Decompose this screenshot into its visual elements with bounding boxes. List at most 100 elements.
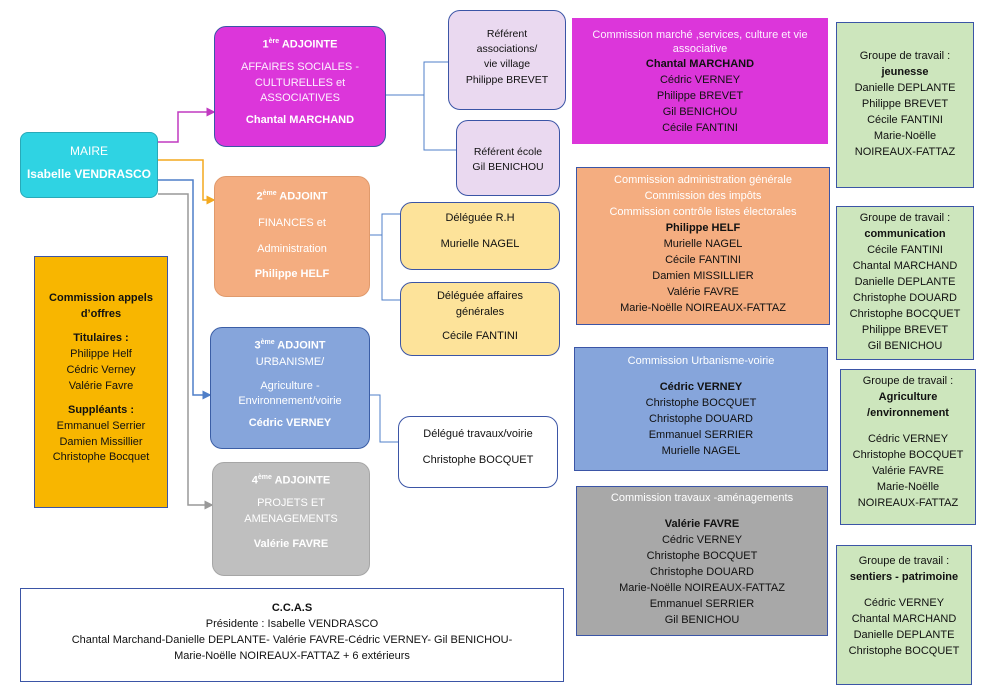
- sentiers-label: Groupe de travail :: [858, 555, 950, 567]
- urbanisme-member-3: Emmanuel SERRIER: [648, 428, 754, 441]
- adjoint3-dept-line-3: Environnement/voirie: [238, 395, 342, 408]
- referent-assoc-line-1: Référent: [486, 28, 528, 40]
- communication-member-3: Danielle DEPLANTE: [854, 275, 956, 288]
- connector-maire-adjoint3: [158, 179, 212, 400]
- delegue-travaux-box: Délégué travaux/voirie Christophe BOCQUE…: [398, 416, 558, 488]
- connector-adjoint1-referent-assoc: [386, 61, 448, 96]
- communication-member-4: Christophe DOUARD: [853, 291, 957, 304]
- adjoint4-dept-line-1: PROJETS ET: [257, 496, 325, 509]
- marche-member-2: Philippe BREVET: [656, 89, 744, 102]
- commission-admin-box: Commission administration générale Commi…: [576, 167, 830, 325]
- travaux-member-3: Christophe DOUARD: [650, 565, 754, 578]
- adjoint2-box: 2ème ADJOINT FINANCES et Administration …: [214, 176, 370, 297]
- adjoint3-rank: 3: [254, 339, 261, 352]
- ccas-members-line-2: Marie-Noëlle NOIREAUX-FATTAZ + 6 extérie…: [174, 649, 410, 662]
- connector-adjoint3-delegue-travaux: [370, 394, 398, 443]
- adjoint4-dept-line-2: AMENAGEMENTS: [244, 512, 338, 525]
- adjoint2-heading: 2ème ADJOINT: [215, 189, 369, 206]
- maire-name: Isabelle VENDRASCO: [26, 167, 152, 182]
- delegue-travaux-title: Délégué travaux/voirie: [423, 428, 533, 440]
- ccas-title: C.C.A.S: [271, 602, 313, 614]
- marche-title-line-2: associative: [672, 42, 728, 55]
- adjoint3-dept-line-1: URBANISME/: [255, 355, 325, 368]
- commission-urbanisme-box: Commission Urbanisme-voirie Cédric VERNE…: [574, 347, 828, 471]
- adjoint1-name: Chantal MARCHAND: [245, 114, 355, 127]
- jeunesse-member-4: Marie-Noëlle: [873, 129, 937, 142]
- commission-appels-offres-box: Commission appels d’offres Titulaires : …: [34, 256, 168, 508]
- adjoint2-rank-suffix: ème: [262, 190, 277, 197]
- appels-titulaire-2: Cédric Verney: [66, 363, 136, 376]
- referent-ecole-line-1: Référent école: [473, 146, 543, 158]
- referent-associations-box: Référent associations/ vie village Phili…: [448, 10, 566, 110]
- agriculture-member-4: Marie-Noëlle: [876, 480, 940, 493]
- agriculture-topic-line-1: Agriculture: [878, 390, 938, 403]
- adjoint4-name: Valérie FAVRE: [253, 538, 329, 551]
- adjoint1-heading: 1ère ADJOINTE: [215, 37, 385, 54]
- sentiers-member-1: Cédric VERNEY: [863, 596, 945, 609]
- adjoint3-heading: 3ème ADJOINT: [211, 338, 369, 355]
- adjoint4-role: ADJOINTE: [274, 474, 331, 487]
- adjoint3-dept-line-2: Agriculture -: [260, 379, 320, 392]
- connector-maire-adjoint1: [158, 107, 216, 143]
- admin-member-4: Valérie FAVRE: [667, 285, 739, 298]
- delegue-travaux-name: Christophe BOCQUET: [422, 453, 534, 466]
- delegue-affaires-line-2: générales: [455, 305, 505, 318]
- urbanisme-title: Commission Urbanisme-voirie: [627, 355, 775, 367]
- appels-suppleant-3: Christophe Bocquet: [52, 451, 150, 464]
- adjoint4-rank-suffix: ème: [257, 474, 272, 481]
- admin-title-line-2: Commission des impôts: [644, 189, 762, 202]
- urbanisme-member-2: Christophe DOUARD: [649, 412, 753, 425]
- referent-assoc-line-3: vie village: [483, 58, 531, 71]
- agriculture-member-5: NOIREAUX-FATTAZ: [857, 496, 959, 509]
- groupe-communication-box: Groupe de travail : communication Cécile…: [836, 206, 974, 360]
- adjoint3-rank-suffix: ème: [260, 339, 275, 346]
- communication-label: Groupe de travail :: [859, 212, 951, 224]
- maire-box: MAIRE Isabelle VENDRASCO: [20, 132, 158, 198]
- travaux-member-6: Gil BENICHOU: [664, 613, 740, 626]
- communication-member-6: Philippe BREVET: [861, 323, 949, 336]
- admin-title-line-1: Commission administration générale: [614, 174, 792, 186]
- groupe-jeunesse-box: Groupe de travail : jeunesse Danielle DE…: [836, 22, 974, 188]
- connector-maire-adjoint4: [158, 193, 214, 510]
- delegue-affaires-box: Déléguée affaires générales Cécile FANTI…: [400, 282, 560, 356]
- agriculture-label: Groupe de travail :: [862, 375, 954, 387]
- connector-adjoint1-referent-ecole: [386, 94, 456, 151]
- appels-suppleants-label: Suppléants :: [67, 403, 134, 416]
- admin-member-2: Cécile FANTINI: [665, 253, 741, 266]
- adjoint1-dept-line-1: AFFAIRES SOCIALES -: [241, 60, 359, 73]
- admin-member-3: Damien MISSILLIER: [652, 269, 754, 282]
- maire-title: MAIRE: [69, 144, 108, 158]
- delegue-rh-name: Murielle NAGEL: [440, 237, 520, 250]
- adjoint3-box: 3ème ADJOINT URBANISME/ Agriculture - En…: [210, 327, 370, 449]
- urbanisme-lead: Cédric VERNEY: [659, 380, 743, 393]
- agriculture-member-2: Christophe BOCQUET: [852, 448, 964, 461]
- urbanisme-member-4: Murielle NAGEL: [661, 444, 741, 457]
- delegue-rh-title: Déléguée R.H: [445, 212, 515, 224]
- communication-member-5: Christophe BOCQUET: [849, 307, 961, 320]
- appels-titulaire-3: Valérie Favre: [68, 379, 134, 392]
- jeunesse-member-2: Philippe BREVET: [861, 97, 949, 110]
- marche-lead: Chantal MARCHAND: [645, 57, 755, 70]
- adjoint4-box: 4ème ADJOINTE PROJETS ET AMENAGEMENTS Va…: [212, 462, 370, 576]
- adjoint2-dept-line-1: FINANCES et: [258, 216, 326, 229]
- travaux-member-5: Emmanuel SERRIER: [649, 597, 755, 610]
- connector-adjoint2-delegue-affaires: [370, 234, 400, 301]
- adjoint1-box: 1ère ADJOINTE AFFAIRES SOCIALES - CULTUR…: [214, 26, 386, 147]
- adjoint1-role: ADJOINTE: [281, 38, 338, 51]
- delegue-affaires-line-1: Déléguée affaires: [436, 290, 524, 302]
- communication-member-1: Cécile FANTINI: [867, 243, 943, 256]
- marche-member-4: Cécile FANTINI: [662, 121, 738, 134]
- referent-assoc-name: Philippe BREVET: [465, 73, 549, 86]
- urbanisme-member-1: Christophe BOCQUET: [645, 396, 757, 409]
- appels-title-line-1: Commission appels: [49, 292, 153, 304]
- travaux-member-2: Christophe BOCQUET: [646, 549, 758, 562]
- appels-suppleant-1: Emmanuel Serrier: [56, 419, 146, 432]
- appels-titulaire-1: Philippe Helf: [70, 347, 132, 360]
- connector-adjoint2-delegue-rh: [370, 213, 400, 236]
- appels-title-line-2: d’offres: [80, 307, 122, 320]
- commission-marche-box: Commission marché ,services, culture et …: [572, 18, 828, 144]
- travaux-member-4: Marie-Noëlle NOIREAUX-FATTAZ: [619, 581, 785, 594]
- adjoint3-name: Cédric VERNEY: [248, 417, 332, 430]
- communication-topic: communication: [864, 227, 946, 240]
